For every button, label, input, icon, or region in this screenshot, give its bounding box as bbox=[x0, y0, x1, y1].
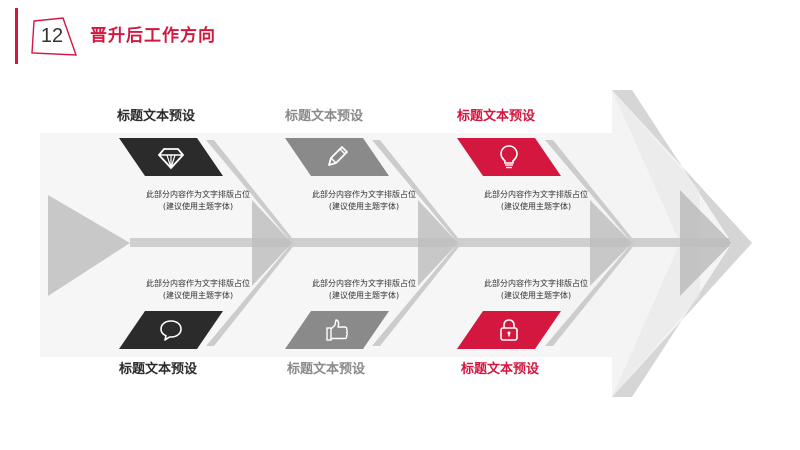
description-line-1: 此部分内容作为文字排版占位 bbox=[484, 190, 588, 199]
card-description: 此部分内容作为文字排版占位 (建议使用主题字体) bbox=[451, 278, 621, 302]
description-line-2: (建议使用主题字体) bbox=[500, 202, 572, 211]
card-description: 此部分内容作为文字排版占位 (建议使用主题字体) bbox=[451, 189, 621, 213]
diamond-icon bbox=[157, 148, 185, 170]
icon-badge bbox=[285, 311, 389, 349]
description-line-2: (建议使用主题字体) bbox=[328, 291, 400, 300]
card-title: 标题文本预设 bbox=[461, 362, 540, 377]
card-description: 此部分内容作为文字排版占位 (建议使用主题字体) bbox=[279, 189, 449, 213]
card-title: 标题文本预设 bbox=[285, 109, 364, 124]
thumbs-up-icon bbox=[326, 319, 348, 341]
accent-bar bbox=[15, 8, 18, 64]
card-title: 标题文本预设 bbox=[117, 109, 196, 124]
description-line-2: (建议使用主题字体) bbox=[162, 291, 234, 300]
icon-badge bbox=[457, 138, 561, 176]
card-title: 标题文本预设 bbox=[457, 109, 536, 124]
card-title: 标题文本预设 bbox=[287, 362, 366, 377]
card-description: 此部分内容作为文字排版占位 (建议使用主题字体) bbox=[113, 189, 283, 213]
icon-badge bbox=[457, 311, 561, 349]
slide-number-frame bbox=[31, 17, 78, 56]
card-description: 此部分内容作为文字排版占位 (建议使用主题字体) bbox=[113, 278, 283, 302]
description-line-1: 此部分内容作为文字排版占位 bbox=[312, 279, 416, 288]
description-line-1: 此部分内容作为文字排版占位 bbox=[484, 279, 588, 288]
description-line-2: (建议使用主题字体) bbox=[162, 202, 234, 211]
speech-bubble-icon bbox=[160, 320, 182, 341]
page-title: 晋升后工作方向 bbox=[90, 26, 216, 46]
lightbulb-icon bbox=[500, 145, 518, 169]
description-line-1: 此部分内容作为文字排版占位 bbox=[146, 190, 250, 199]
icon-badge bbox=[285, 138, 389, 176]
pencil-icon bbox=[328, 146, 348, 166]
padlock-icon bbox=[500, 319, 518, 341]
description-line-2: (建议使用主题字体) bbox=[500, 291, 572, 300]
card-title: 标题文本预设 bbox=[119, 362, 198, 377]
slide-number: 12 bbox=[40, 25, 64, 47]
description-line-1: 此部分内容作为文字排版占位 bbox=[312, 190, 416, 199]
card-description: 此部分内容作为文字排版占位 (建议使用主题字体) bbox=[279, 278, 449, 302]
icon-badge bbox=[119, 138, 223, 176]
description-line-2: (建议使用主题字体) bbox=[328, 202, 400, 211]
icon-badge bbox=[119, 311, 223, 349]
description-line-1: 此部分内容作为文字排版占位 bbox=[146, 279, 250, 288]
